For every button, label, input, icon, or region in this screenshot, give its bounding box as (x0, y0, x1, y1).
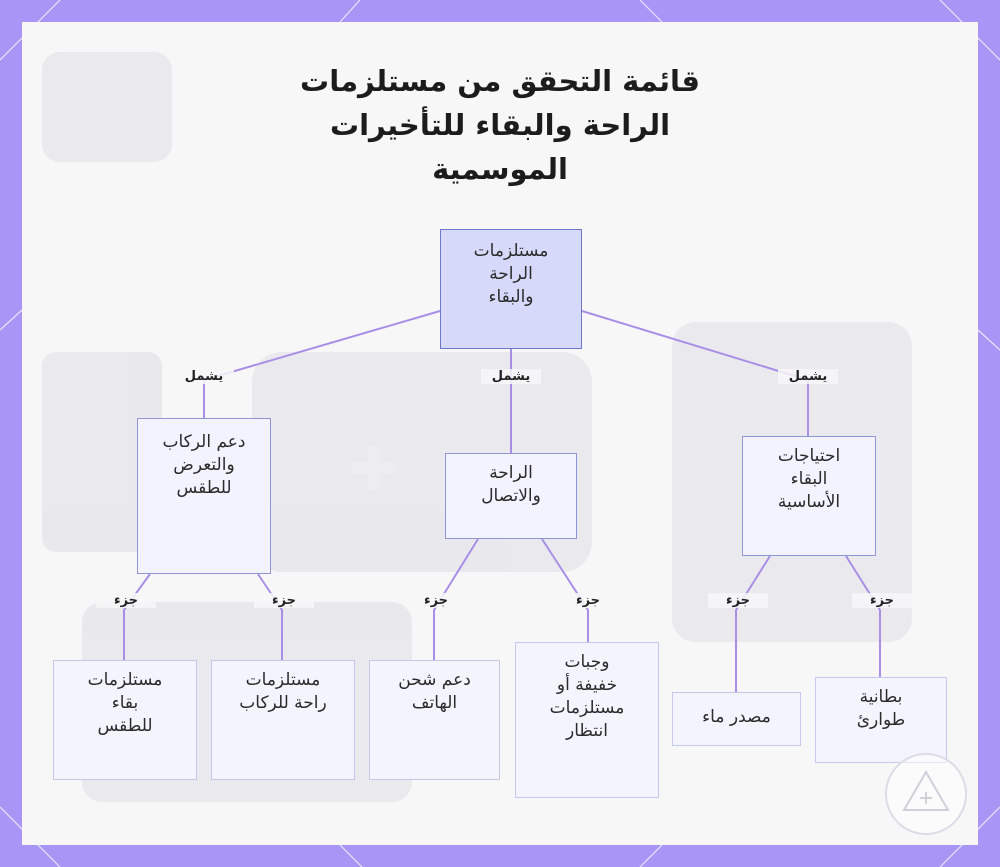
node-snacks-waiting-supplies-label: وجبات خفيفة أو مستلزمات انتظار (549, 652, 625, 741)
node-phone-charging-support-label: دعم شحن الهاتف (398, 670, 471, 713)
edge-root-left (203, 310, 441, 418)
edge-label-includes-left: يشمل (174, 369, 234, 384)
node-phone-charging-support: دعم شحن الهاتف (369, 660, 500, 780)
edge-label-part-snacks: جزء (558, 593, 618, 608)
edge-root-right (581, 310, 809, 436)
title-line-2: الراحة والبقاء للتأخيرات (329, 108, 671, 142)
node-emergency-blanket: بطانية طوارئ (815, 677, 947, 763)
node-water-source: مصدر ماء (672, 692, 801, 746)
edge-label-part-water: جزء (708, 593, 768, 608)
watermark-logo-icon (885, 753, 967, 835)
node-basic-survival-needs-label: احتياجات البقاء الأساسية (777, 446, 841, 512)
node-passenger-weather-support: دعم الركاب والتعرض للطقس (137, 418, 271, 574)
edge-middle-snacks (541, 538, 589, 642)
title-line-1: قائمة التحقق من مستلزمات (300, 64, 700, 98)
edge-label-part-weather: جزء (96, 593, 156, 608)
node-root: مستلزمات الراحة والبقاء (440, 229, 582, 349)
edge-left-passenger (257, 573, 283, 660)
node-comfort-connectivity-label: الراحة والاتصال (481, 463, 541, 506)
node-passenger-comfort-supplies: مستلزمات راحة للركاب (211, 660, 355, 780)
node-snacks-waiting-supplies: وجبات خفيفة أو مستلزمات انتظار (515, 642, 659, 798)
node-passenger-comfort-supplies-label: مستلزمات راحة للركاب (239, 670, 327, 713)
title-line-3: الموسمية (432, 152, 568, 186)
node-basic-survival-needs: احتياجات البقاء الأساسية (742, 436, 876, 556)
node-water-source-label: مصدر ماء (702, 707, 771, 727)
node-weather-survival-supplies: مستلزمات بقاء للطقس (53, 660, 197, 780)
edge-label-includes-middle: يشمل (481, 369, 541, 384)
edge-label-includes-right: يشمل (778, 369, 838, 384)
edge-label-part-phone: جزء (406, 593, 466, 608)
node-weather-survival-supplies-label: مستلزمات بقاء للطقس (87, 670, 163, 736)
node-passenger-weather-support-label: دعم الركاب والتعرض للطقس (162, 432, 246, 498)
edge-middle-phone (433, 538, 479, 660)
node-root-label: مستلزمات الراحة والبقاء (473, 241, 549, 307)
edge-right-water (735, 555, 771, 692)
edge-left-weather (123, 573, 151, 660)
edge-label-part-blanket: جزء (852, 593, 912, 608)
edge-right-blanket (845, 555, 881, 677)
edge-label-part-passenger: جزء (254, 593, 314, 608)
node-comfort-connectivity: الراحة والاتصال (445, 453, 577, 539)
node-emergency-blanket-label: بطانية طوارئ (856, 687, 906, 730)
